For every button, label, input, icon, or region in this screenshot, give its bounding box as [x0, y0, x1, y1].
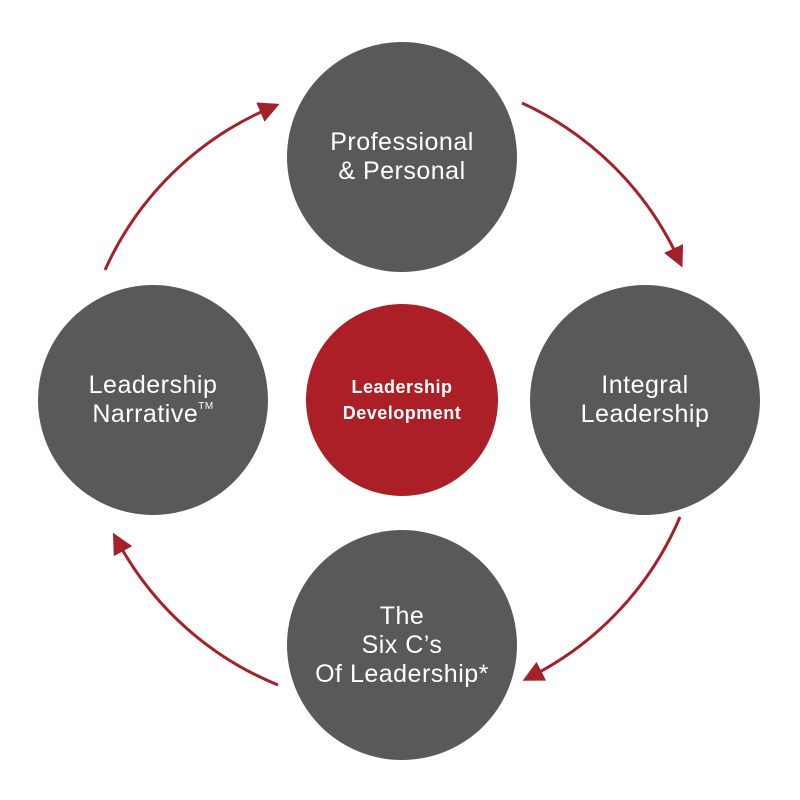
trademark-mark: TM	[198, 401, 214, 412]
node-label-line: Six C’s	[361, 630, 443, 659]
center-label-line: Development	[342, 403, 462, 423]
node-label-line: Narrative	[92, 400, 199, 428]
node-label-line: Leadership	[88, 371, 218, 399]
arrow-left-to-top	[103, 102, 280, 271]
node-six-cs: The Six C’s Of Leadership*	[287, 530, 517, 760]
node-label-line: Leadership	[580, 400, 710, 428]
node-label-line: Professional	[330, 128, 474, 156]
node-label-line: & Personal	[338, 157, 466, 185]
node-leadership-development: Leadership Development	[306, 304, 498, 496]
node-leadership-narrative: Leadership NarrativeTM	[38, 285, 268, 515]
center-label-line: Leadership	[351, 377, 453, 397]
arrow-top-to-right	[521, 101, 684, 268]
arrow-right-to-bottom	[522, 516, 682, 681]
node-professional-personal: Professional & Personal	[287, 42, 517, 272]
node-label-line: Of Leadership*	[315, 659, 489, 688]
node-integral-leadership: Integral Leadership	[530, 285, 760, 515]
node-label-line: Integral	[601, 371, 689, 399]
arrow-bottom-to-left	[112, 532, 279, 687]
node-label-line: The	[379, 601, 425, 630]
